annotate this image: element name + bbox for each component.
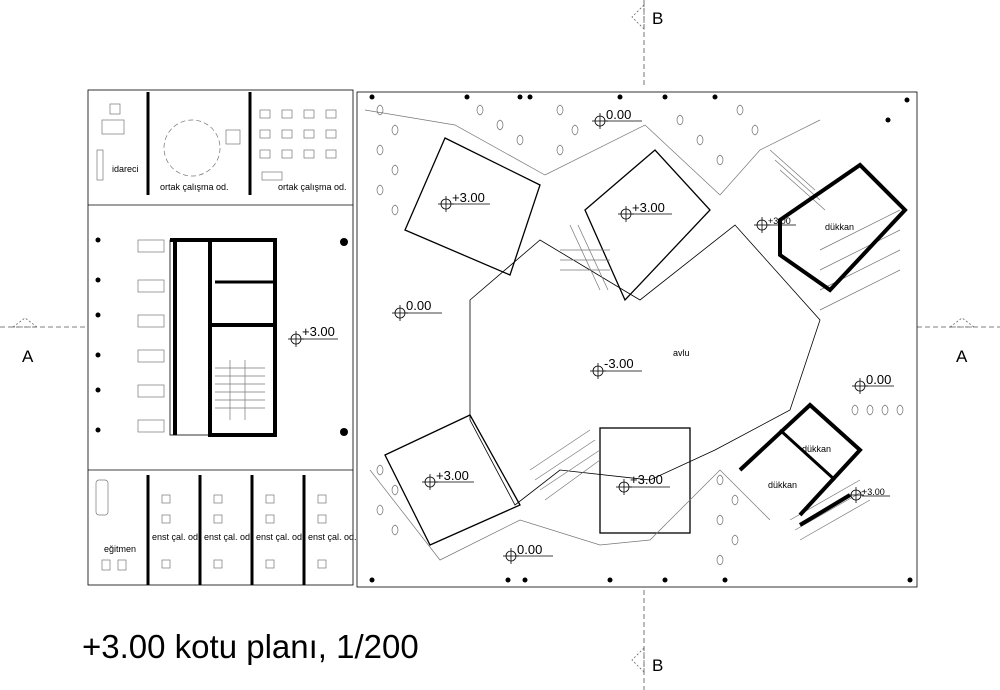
level-pav-nw: +3.00 <box>437 190 490 213</box>
left-block <box>87 89 354 586</box>
level-court-left: 0.00 <box>391 298 442 322</box>
svg-text:+3.00: +3.00 <box>436 468 469 483</box>
section-label-b-top: B <box>652 9 663 28</box>
column-dot-icon <box>369 94 913 583</box>
level-shop-se: +3.00 <box>847 486 890 504</box>
section-arrow-icon <box>11 4 976 673</box>
level-court-right: 0.00 <box>851 372 894 395</box>
level-pav-sw: +3.00 <box>421 468 474 491</box>
svg-text:+3.00: +3.00 <box>302 324 335 339</box>
room-label-dukkan-3: dükkan <box>768 480 797 490</box>
svg-text:+3.00: +3.00 <box>862 487 885 497</box>
level-block-left: +3.00 <box>287 324 338 348</box>
column-dot-icon <box>95 237 348 436</box>
svg-text:+3.00: +3.00 <box>630 472 663 487</box>
svg-text:+3.00: +3.00 <box>632 200 665 215</box>
room-label-enst-3: enst çal. od. <box>256 532 305 542</box>
svg-text:0.00: 0.00 <box>406 298 431 313</box>
section-label-a-right: A <box>956 347 968 366</box>
svg-text:+3.00: +3.00 <box>452 190 485 205</box>
room-label-enst-1: enst çal. od. <box>152 532 201 542</box>
room-label-dukkan-2: dükkan <box>802 444 831 454</box>
room-label-ortak-1: ortak çalışma od. <box>160 182 229 192</box>
svg-text:0.00: 0.00 <box>866 372 891 387</box>
svg-text:-3.00: -3.00 <box>604 356 634 371</box>
room-label-enst-2: enst çal. od. <box>204 532 253 542</box>
svg-text:0.00: 0.00 <box>606 107 631 122</box>
room-label-ortak-2: ortak çalışma od. <box>278 182 347 192</box>
stair-icon <box>529 149 901 541</box>
level-pav-n: +3.00 <box>617 200 672 223</box>
room-label-enst-4: enst çal. od. <box>308 532 357 542</box>
level-court-center: -3.00 <box>589 356 642 380</box>
courtyard-block <box>356 91 918 588</box>
level-court-top: 0.00 <box>591 107 642 130</box>
room-label-dukkan-1: dükkan <box>825 222 854 232</box>
room-label-egitmen: eğitmen <box>104 544 136 554</box>
drawing-title: +3.00 kotu planı, 1/200 <box>82 628 419 665</box>
level-shop-ne: +3.00 <box>753 216 796 234</box>
section-label-b-bottom: B <box>652 656 663 675</box>
room-label-idareci: idareci <box>112 164 139 174</box>
tree-icon <box>376 104 904 566</box>
svg-text:+3.00: +3.00 <box>768 216 791 226</box>
section-label-a-left: A <box>22 347 34 366</box>
svg-text:0.00: 0.00 <box>517 542 542 557</box>
level-pav-s: +3.00 <box>615 472 670 496</box>
room-label-avlu: avlu <box>673 348 690 358</box>
stair-icon <box>215 360 265 420</box>
level-court-bottom: 0.00 <box>502 542 553 565</box>
